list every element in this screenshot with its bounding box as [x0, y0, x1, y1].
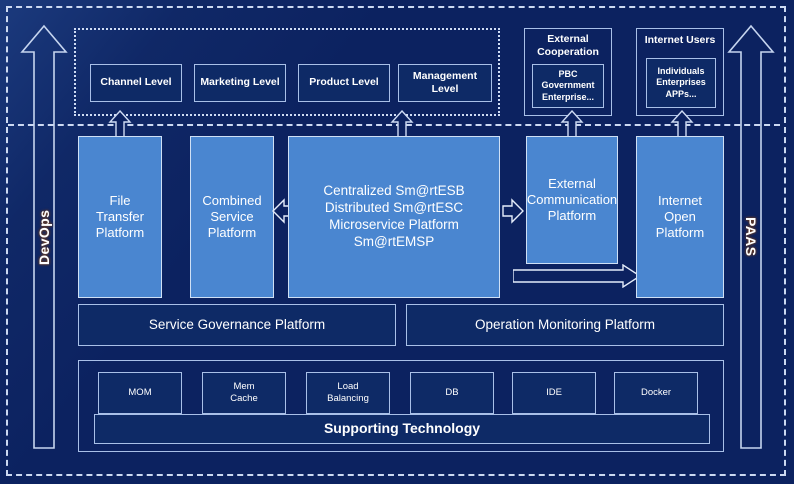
business-level-product[interactable]: Product Level — [298, 64, 390, 102]
connector-arrow-right-to-internet-open — [513, 264, 641, 288]
devops-arrow: DevOps — [20, 22, 68, 452]
tech-load-balancing[interactable]: Load Balancing — [306, 372, 390, 414]
tech-ide-line-1: IDE — [546, 387, 562, 399]
connector-arrow-up-channel — [108, 110, 132, 138]
platform-internet-open[interactable]: Internet Open Platform — [636, 136, 724, 298]
supporting-technology-bar-label: Supporting Technology — [323, 420, 481, 437]
tech-mem-cache-line-2: Cache — [230, 393, 258, 404]
tech-mom-line-1: MOM — [128, 387, 152, 399]
tech-ide[interactable]: IDE — [512, 372, 596, 414]
platform-esb-line-2: Distributed Sm@rtESC — [324, 200, 464, 216]
outer-dashed-frame — [6, 6, 786, 476]
external-cooperation-inner-label: PBC Government Enterprise... — [541, 69, 595, 102]
tech-load-balancing-line-1: Load — [337, 381, 359, 393]
internet-users-title: Internet Users — [636, 30, 724, 52]
tech-docker-line-1: Docker — [640, 387, 672, 399]
platform-internet-open-line-2: Open — [664, 208, 696, 224]
platform-combined-service-line-1: Combined — [202, 192, 262, 208]
business-level-management-label: Management Level — [412, 69, 478, 95]
platform-esb-suite[interactable]: Centralized Sm@rtESB Distributed Sm@rtES… — [288, 136, 500, 298]
internet-users-title-label: Internet Users — [644, 34, 716, 47]
tech-docker[interactable]: Docker — [614, 372, 698, 414]
operation-monitoring-platform-label: Operation Monitoring Platform — [474, 316, 656, 332]
platform-file-transfer[interactable]: File Transfer Platform — [78, 136, 162, 298]
platform-file-transfer-line-2: Transfer — [96, 208, 144, 224]
platform-file-transfer-line-1: File — [109, 192, 131, 208]
platform-internet-open-line-3: Platform — [655, 225, 705, 241]
supporting-technology-group — [78, 360, 724, 452]
platform-external-communication-line-2: Communication — [526, 191, 618, 207]
business-level-management[interactable]: Management Level — [398, 64, 492, 102]
platform-esb-line-1: Centralized Sm@rtESB — [323, 183, 465, 199]
business-levels-group — [74, 28, 500, 116]
layer-separator-dashed — [8, 124, 780, 126]
tech-load-balancing-line-2: Balancing — [327, 393, 369, 404]
tech-mom[interactable]: MOM — [98, 372, 182, 414]
connector-arrow-up-management — [390, 110, 414, 138]
business-level-channel-label: Channel Level — [100, 76, 172, 89]
platform-internet-open-line-1: Internet — [657, 192, 703, 208]
tech-mem-cache[interactable]: Mem Cache — [202, 372, 286, 414]
tech-db-line-1: DB — [445, 387, 459, 399]
business-level-channel[interactable]: Channel Level — [90, 64, 182, 102]
external-cooperation-title: External Cooperation — [524, 30, 612, 62]
business-level-marketing[interactable]: Marketing Level — [194, 64, 286, 102]
business-level-product-label: Product Level — [309, 76, 379, 89]
operation-monitoring-platform[interactable]: Operation Monitoring Platform — [406, 304, 724, 346]
paas-arrow-shape — [727, 24, 775, 449]
connector-arrow-right-esb-to-external — [502, 198, 524, 224]
platform-external-communication-line-1: External — [548, 175, 596, 191]
platform-external-communication-line-3: Platform — [547, 208, 597, 224]
devops-arrow-shape — [20, 24, 68, 449]
platform-combined-service-line-3: Platform — [207, 225, 257, 241]
internet-users-inner-label: Individuals Enterprises APPs... — [656, 66, 706, 99]
platform-combined-service-line-2: Service — [210, 208, 254, 224]
external-cooperation-inner[interactable]: PBC Government Enterprise... — [532, 64, 604, 108]
paas-arrow: PAAS — [727, 22, 775, 452]
service-governance-platform-label: Service Governance Platform — [148, 316, 326, 332]
supporting-technology-bar[interactable]: Supporting Technology — [94, 414, 710, 444]
connector-arrow-up-internet-users — [670, 110, 694, 138]
service-governance-platform[interactable]: Service Governance Platform — [78, 304, 396, 346]
platform-external-communication[interactable]: External Communication Platform — [526, 136, 618, 264]
connector-arrow-up-external-cooperation — [560, 110, 584, 138]
platform-esb-line-3: Microservice Platform Sm@rtEMSP — [329, 217, 459, 249]
platform-file-transfer-line-3: Platform — [95, 225, 145, 241]
tech-db[interactable]: DB — [410, 372, 494, 414]
internet-users-inner[interactable]: Individuals Enterprises APPs... — [646, 58, 716, 108]
platform-combined-service[interactable]: Combined Service Platform — [190, 136, 274, 298]
tech-mem-cache-line-1: Mem — [233, 381, 255, 393]
external-cooperation-title-label: External Cooperation — [537, 32, 599, 58]
business-level-marketing-label: Marketing Level — [200, 76, 280, 89]
